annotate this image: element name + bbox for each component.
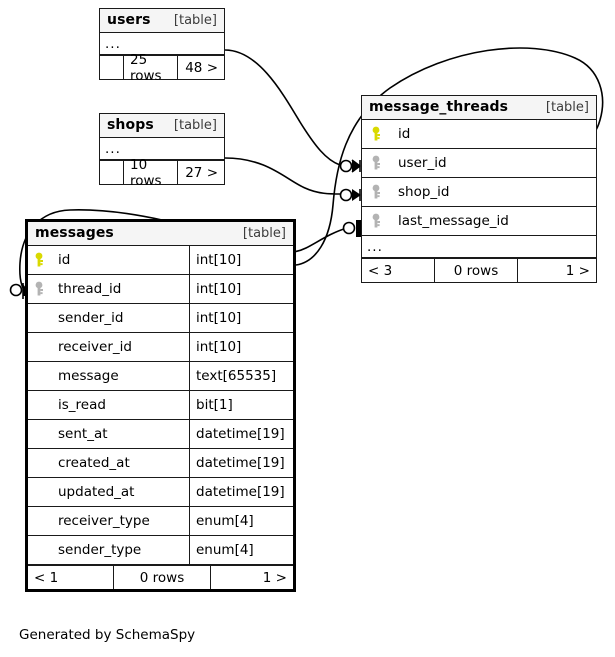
table-row[interactable]: user_id [362,149,596,178]
edge-users-to-message-threads [224,49,341,166]
table-users-tag: [table] [173,12,217,28]
table-row[interactable]: id [362,120,596,149]
table-users-header: users [table] [100,9,224,33]
column-type: int[10] [189,304,293,332]
generated-by-note: Generated by SchemaSpy [19,627,196,643]
edge-message-threads-to-messages [19,209,348,295]
table-shops-next[interactable]: 27 > [185,164,218,181]
table-shops-rowcount: 10 rows [124,157,178,189]
table-message-threads-next[interactable]: 1 > [565,262,590,279]
column-name: last_message_id [398,213,509,229]
table-message-threads-header: message_threads [table] [362,96,596,120]
key-slot-empty [28,333,52,361]
table-row[interactable]: sender_id int[10] [28,304,293,333]
primary-key-icon [28,246,52,274]
table-message-threads-ellipsis: ... [362,236,596,258]
terminator-user-id [339,159,361,173]
key-slot-empty [28,507,52,535]
table-message-threads-prev[interactable]: < 3 [368,262,393,279]
column-type: int[10] [189,246,293,274]
table-row[interactable]: sent_at datetime[19] [28,420,293,449]
table-messages-prev[interactable]: < 1 [34,569,59,586]
column-name: created_at [58,455,130,471]
table-shops-name: shops [107,117,154,133]
column-name: id [398,126,411,142]
column-name: receiver_type [58,513,150,529]
table-messages-header: messages [table] [28,222,293,246]
table-row[interactable]: id int[10] [28,246,293,275]
table-message-threads-name: message_threads [369,99,509,115]
table-message-threads-rowcount: 0 rows [434,259,518,282]
column-type: int[10] [189,333,293,361]
column-type: bit[1] [189,391,293,419]
table-row[interactable]: last_message_id [362,207,596,236]
column-name: thread_id [58,281,122,297]
key-slot-empty [28,449,52,477]
column-name: receiver_id [58,339,132,355]
table-shops-ellipsis: ... [100,138,224,160]
foreign-key-icon [362,178,392,206]
table-message-threads-tag: [table] [545,99,589,115]
table-shops-tag: [table] [173,117,217,133]
column-name: user_id [398,155,447,171]
table-row[interactable]: receiver_id int[10] [28,333,293,362]
key-slot-empty [28,536,52,564]
foreign-key-icon [362,149,392,177]
terminator-last-message-id [342,220,361,237]
table-shops-header: shops [table] [100,114,224,138]
table-messages-rowcount: 0 rows [113,566,211,589]
table-row[interactable]: receiver_type enum[4] [28,507,293,536]
table-row[interactable]: thread_id int[10] [28,275,293,304]
table-shops-footer: 10 rows 27 > [100,157,224,189]
table-row[interactable]: message text[65535] [28,362,293,391]
table-row[interactable]: updated_at datetime[19] [28,478,293,507]
column-type: enum[4] [189,536,293,564]
key-slot-empty [28,304,52,332]
column-name: message [58,368,119,384]
table-shops-prev[interactable] [100,161,124,184]
table-messages-tag: [table] [242,225,286,241]
table-users-next[interactable]: 48 > [185,59,218,76]
table-row[interactable]: sender_type enum[4] [28,536,293,565]
primary-key-icon [362,120,392,148]
column-name: is_read [58,397,106,413]
table-users-name: users [107,12,151,28]
table-users[interactable]: users [table] ... 25 rows 48 > [99,8,225,84]
column-type: datetime[19] [189,478,293,506]
key-slot-empty [28,420,52,448]
column-type: int[10] [189,275,293,303]
key-slot-empty [28,391,52,419]
table-messages-next[interactable]: 1 > [262,569,287,586]
column-type: enum[4] [189,507,293,535]
table-messages-name: messages [35,225,114,241]
foreign-key-icon [28,275,52,303]
column-name: sent_at [58,426,108,442]
key-slot-empty [28,362,52,390]
table-users-prev[interactable] [100,56,124,79]
foreign-key-icon [362,207,392,235]
table-users-rowcount: 25 rows [124,52,178,84]
column-name: sender_id [58,310,124,326]
column-name: updated_at [58,484,135,500]
table-message-threads-footer: < 3 0 rows 1 > [362,258,596,282]
table-message-threads[interactable]: message_threads [table] id user_id shop_… [361,95,597,283]
column-type: text[65535] [189,362,293,390]
terminator-shop-id [339,188,361,202]
edge-shops-to-message-threads [224,157,342,195]
table-row[interactable]: created_at datetime[19] [28,449,293,478]
column-name: id [58,252,71,268]
table-messages-footer: < 1 0 rows 1 > [28,565,293,589]
key-slot-empty [28,478,52,506]
table-row[interactable]: is_read bit[1] [28,391,293,420]
table-row[interactable]: shop_id [362,178,596,207]
edge-messages-to-message-threads [295,47,604,266]
table-messages[interactable]: messages [table] id int[10] thread_id in… [25,219,296,592]
column-type: datetime[19] [189,449,293,477]
table-users-ellipsis: ... [100,33,224,55]
table-shops[interactable]: shops [table] ... 10 rows 27 > [99,113,225,189]
table-users-footer: 25 rows 48 > [100,52,224,84]
column-name: sender_type [58,542,142,558]
column-type: datetime[19] [189,420,293,448]
column-name: shop_id [398,184,450,200]
